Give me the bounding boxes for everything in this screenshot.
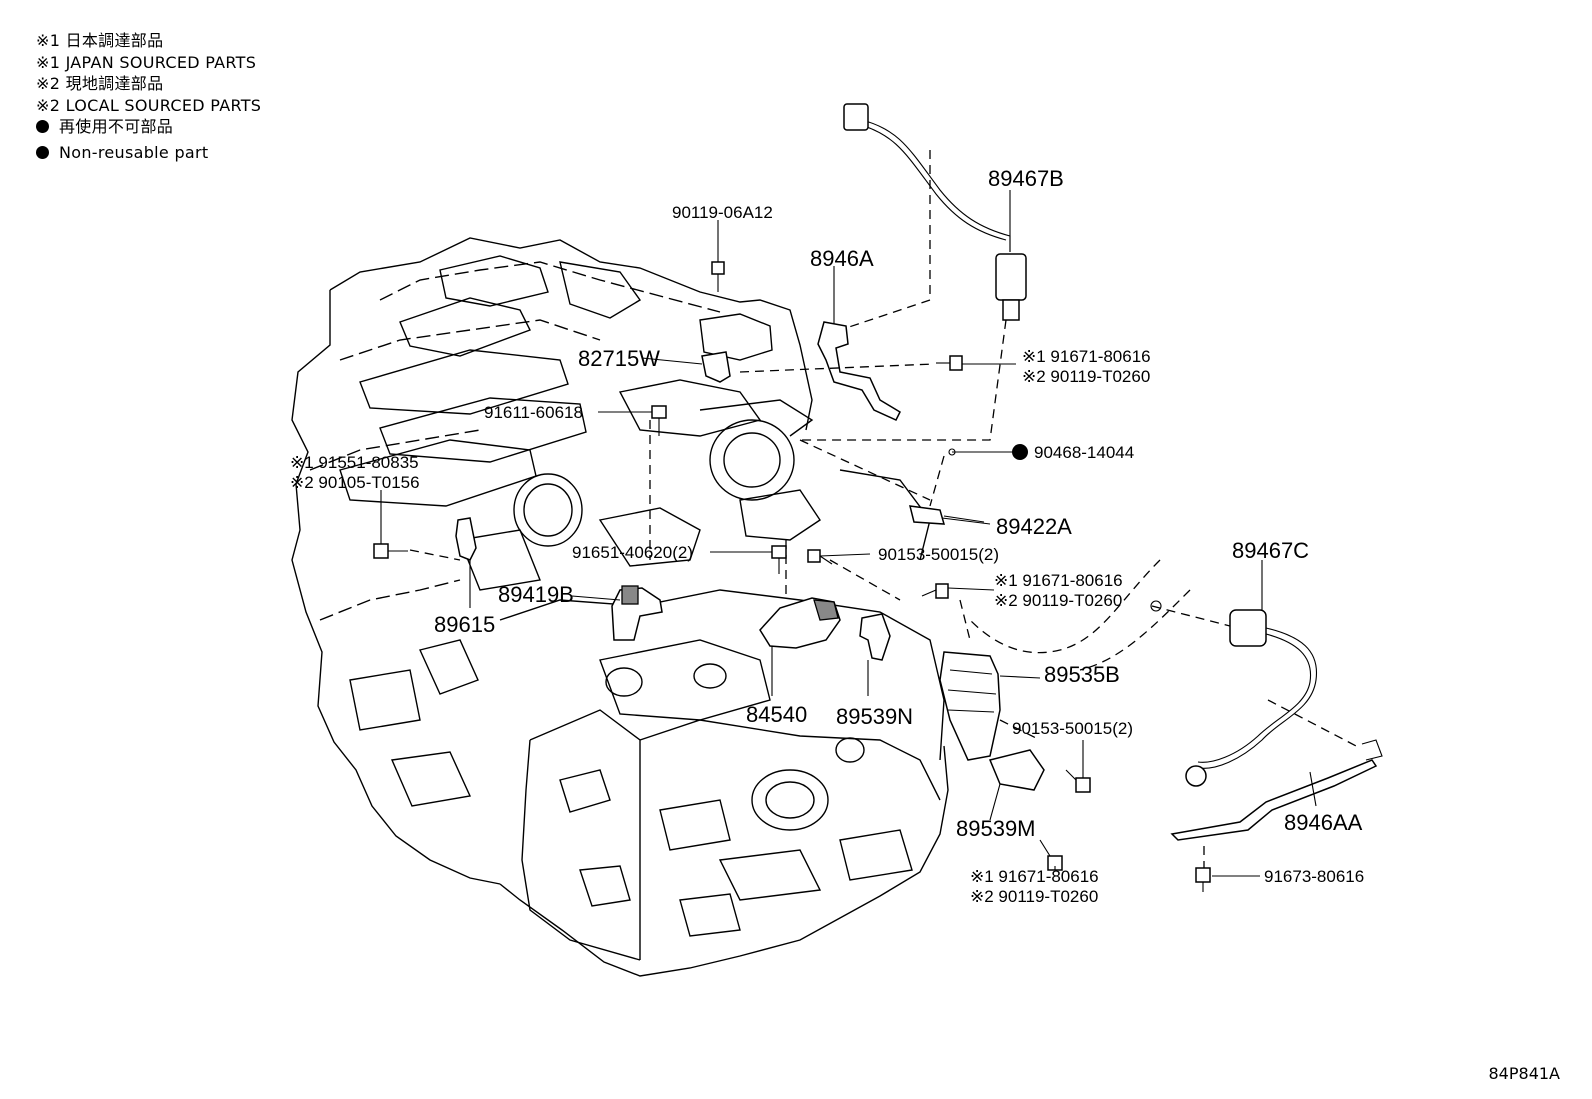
label-89419b: 89419B xyxy=(498,582,574,607)
label-89539n: 89539N xyxy=(836,704,913,729)
label-90105-t0156: ※2 90105-T0156 xyxy=(290,473,420,492)
bolt-90153-50015-a xyxy=(807,549,833,565)
label-90119-t0260-a: ※2 90119-T0260 xyxy=(1022,367,1150,386)
connector-89467b xyxy=(843,103,869,131)
label-89467b: 89467B xyxy=(988,166,1064,191)
filled-dot-icon xyxy=(1012,444,1028,460)
label-84540: 84540 xyxy=(746,702,807,727)
bolt-91651-40620 xyxy=(771,545,787,574)
label-8946aa: 8946AA xyxy=(1284,810,1363,835)
legend-local-jp: ※2 現地調達部品 xyxy=(36,74,164,93)
legend-japan-en: ※1 JAPAN SOURCED PARTS xyxy=(36,52,257,72)
bracket-89539n xyxy=(859,613,891,661)
bolt-90119-06a12 xyxy=(711,261,725,292)
legend-nonreusable-jp-row: 再使用不可部品 xyxy=(36,116,261,138)
label-89422a: 89422A xyxy=(996,514,1072,539)
bolt-91671-80616-a xyxy=(936,355,963,371)
label-91551-80835: ※1 91551-80835 xyxy=(290,453,419,472)
bolt-91671-80616-b xyxy=(921,583,949,599)
filled-dot-icon xyxy=(36,145,49,159)
sensor-89615 xyxy=(455,517,477,561)
label-89539m: 89539M xyxy=(956,816,1036,841)
label-91671-80616-a: ※1 91671-80616 xyxy=(1022,347,1151,366)
clamp-82715w xyxy=(701,351,731,383)
label-90153-50015-b: 90153-50015(2) xyxy=(1012,719,1133,738)
label-90153-50015-a: 90153-50015(2) xyxy=(878,545,999,564)
label-8946a: 8946A xyxy=(810,246,874,271)
part-labels: 90119-06A12 8946A 89467B 82715W ※1 91671… xyxy=(290,166,1364,906)
label-leaders xyxy=(380,190,1317,877)
sensor-89467b-tip xyxy=(1002,299,1020,321)
label-91673-80616: 91673-80616 xyxy=(1264,867,1364,886)
parts-legend: ※1 日本調達部品 ※1 JAPAN SOURCED PARTS ※2 現地調達… xyxy=(36,30,261,163)
label-90468-14044: 90468-14044 xyxy=(1034,443,1134,462)
label-82715w: 82715W xyxy=(578,346,660,371)
bolt-91551-80835 xyxy=(373,543,408,559)
label-90119-t0260-b: ※2 90119-T0260 xyxy=(994,591,1122,610)
ecu-89535b xyxy=(939,651,1001,761)
bolt-91673-80616 xyxy=(1195,867,1211,892)
sensor-89467c xyxy=(1229,609,1267,647)
sensor-89467b xyxy=(995,253,1027,301)
sensor-89419b-connector xyxy=(621,585,639,605)
transaxle-assembly-illustration xyxy=(291,237,949,977)
bracket-8946aa xyxy=(1170,759,1378,841)
label-91651-40620: 91651-40620(2) xyxy=(572,543,693,562)
connector-89467c xyxy=(1185,765,1207,787)
label-90119-t0260-c: ※2 90119-T0260 xyxy=(970,887,1098,906)
legend-nonreusable-en: Non-reusable part xyxy=(59,142,209,162)
label-89467c: 89467C xyxy=(1232,538,1309,563)
component-parts xyxy=(373,261,1211,892)
bracket-8946a xyxy=(817,321,901,421)
label-89615: 89615 xyxy=(434,612,495,637)
bolt-90153-50015-b xyxy=(1065,769,1091,793)
label-91671-80616-c: ※1 91671-80616 xyxy=(970,867,1099,886)
bracket-89539m xyxy=(988,749,1045,791)
harness-and-leader-lines xyxy=(409,103,1383,870)
bolt-91611-60618 xyxy=(651,405,667,436)
bolt-91671-80616-c xyxy=(1039,839,1063,871)
label-91671-80616-b: ※1 91671-80616 xyxy=(994,571,1123,590)
label-91611-60618: 91611-60618 xyxy=(484,403,583,422)
label-89535b: 89535B xyxy=(1044,662,1120,687)
legend-nonreusable-en-row: Non-reusable part xyxy=(36,142,261,164)
label-90119-06a12: 90119-06A12 xyxy=(672,203,773,222)
legend-local-en: ※2 LOCAL SOURCED PARTS xyxy=(36,95,262,115)
sensor-89422a xyxy=(909,505,946,525)
figure-id: 84P841A xyxy=(1488,1064,1561,1083)
filled-dot-icon xyxy=(36,120,49,133)
legend-japan-jp: ※1 日本調達部品 xyxy=(36,31,164,50)
legend-nonreusable-jp: 再使用不可部品 xyxy=(59,117,174,136)
